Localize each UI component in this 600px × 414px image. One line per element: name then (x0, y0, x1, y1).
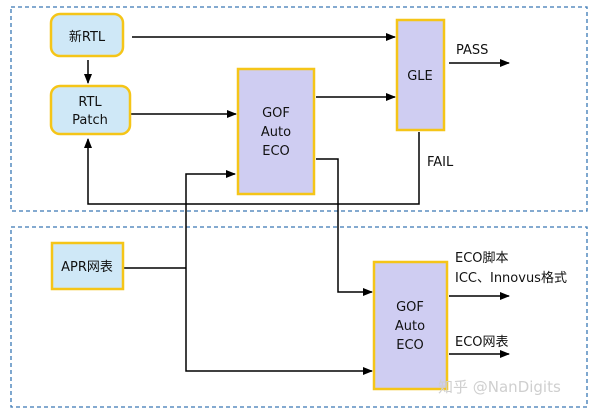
fail-label: FAIL (427, 155, 454, 170)
eco-script-label-line2: ICC、Innovus格式 (455, 270, 567, 286)
rtl-patch-label-line2: Patch (72, 113, 108, 128)
top-panel (10, 6, 588, 212)
gof-top-label-line2: Auto (261, 125, 291, 140)
pass-label: PASS (456, 43, 488, 58)
edge-gle-fail-to-rtlpatch (84, 132, 420, 205)
bottom-panel (10, 226, 588, 408)
node-gof-bottom: GOF Auto ECO (372, 260, 449, 391)
node-rtl-patch: RTL Patch (49, 84, 132, 136)
node-gle: GLE (395, 18, 446, 132)
new-rtl-label: 新RTL (69, 29, 106, 45)
gle-label: GLE (407, 69, 433, 84)
gof-bottom-label-line3: ECO (396, 338, 424, 353)
eco-netlist-label: ECO网表 (455, 335, 509, 350)
eco-script-label-line1: ECO脚本 (455, 250, 509, 266)
node-apr-netlist: APR网表 (50, 241, 125, 291)
rtl-patch-label-line1: RTL (78, 95, 102, 110)
edge-apr-to-gof-top (185, 170, 236, 268)
edge-apr-to-gof-bottom (185, 268, 373, 375)
gof-bottom-label-line2: Auto (395, 319, 425, 334)
edge-gof-top-to-gof-bottom (316, 158, 373, 296)
node-new-rtl: 新RTL (49, 12, 125, 58)
node-gof-top: GOF Auto ECO (236, 67, 316, 196)
edges (84, 33, 510, 375)
gof-bottom-label-line1: GOF (396, 300, 424, 315)
watermark: 知乎 @NanDigits (438, 378, 561, 396)
gof-top-label-line3: ECO (262, 144, 290, 159)
gof-top-label-line1: GOF (262, 106, 290, 121)
apr-netlist-label: APR网表 (61, 260, 113, 275)
